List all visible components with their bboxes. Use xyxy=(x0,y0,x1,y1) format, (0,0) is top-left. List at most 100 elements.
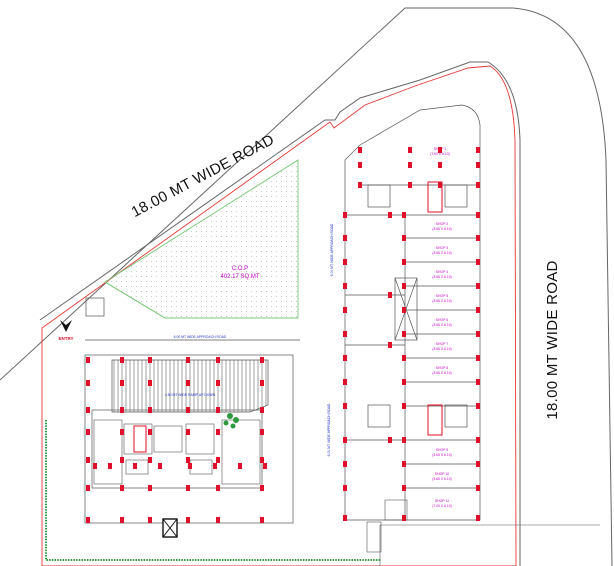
ramp-label: 4.50 MT WIDE RAMP UP DOWN xyxy=(165,393,216,397)
column xyxy=(186,517,190,523)
column xyxy=(260,429,264,435)
shop-10-size: (3.65 X 6.10) xyxy=(432,477,452,481)
column xyxy=(343,437,347,443)
column xyxy=(260,485,264,491)
column xyxy=(476,331,480,337)
column xyxy=(148,357,152,363)
road-edge-inner xyxy=(39,61,521,566)
column xyxy=(343,515,347,521)
approach-road-vertical-top: 6.00 MT WIDE APPROACH ROAD xyxy=(330,223,334,276)
column xyxy=(476,162,480,168)
column xyxy=(260,517,264,523)
column xyxy=(358,147,362,153)
guard-room xyxy=(85,297,105,317)
column xyxy=(402,331,406,337)
landscape-strip xyxy=(45,420,380,561)
cop-edge xyxy=(104,281,166,319)
column xyxy=(213,463,217,469)
column xyxy=(343,212,347,218)
cop-label: C.O.P xyxy=(232,266,248,272)
column xyxy=(402,212,406,218)
column xyxy=(408,162,412,168)
shop-11-label: SHOP 11 xyxy=(435,499,449,503)
shop-1-size: (7.00 X 6.10) xyxy=(430,152,450,156)
lift-top xyxy=(427,181,443,213)
column xyxy=(476,147,480,153)
column xyxy=(133,463,137,469)
entry-arrow-icon xyxy=(60,320,72,332)
column xyxy=(86,485,90,491)
column xyxy=(358,162,362,168)
site-boundary xyxy=(41,65,517,566)
column xyxy=(438,182,442,188)
road-label-east: 18.00 MT WIDE ROAD xyxy=(544,260,561,419)
column xyxy=(343,235,347,241)
column xyxy=(238,463,242,469)
column xyxy=(402,403,406,409)
column xyxy=(402,283,406,289)
shop-5-size: (3.65 X 6.10) xyxy=(432,299,452,303)
column xyxy=(216,517,220,523)
column xyxy=(402,259,406,265)
column xyxy=(263,463,267,469)
stair-left xyxy=(123,423,153,455)
column xyxy=(476,515,480,521)
shop-8-label: SHOP 8 xyxy=(436,366,448,370)
column xyxy=(148,485,152,491)
column xyxy=(343,403,347,409)
column xyxy=(476,283,480,289)
column xyxy=(158,463,162,469)
room-right xyxy=(221,419,261,485)
column xyxy=(402,437,406,443)
atrium xyxy=(394,277,418,341)
bottom-right-elements xyxy=(366,499,600,566)
road-edge-outer xyxy=(0,7,613,566)
shop-labels: SHOP 1 (7.00 X 6.10) SHOP 2 (3.65 X 6.10… xyxy=(430,147,452,508)
column xyxy=(188,463,192,469)
structural-columns xyxy=(86,147,480,523)
column xyxy=(388,437,392,443)
column xyxy=(343,307,347,313)
column xyxy=(86,517,90,523)
column xyxy=(343,283,347,289)
column xyxy=(216,457,220,463)
column xyxy=(388,212,392,218)
column xyxy=(388,342,392,348)
shop-10-label: SHOP 10 xyxy=(435,472,449,476)
left-block-rooms xyxy=(93,419,261,485)
column xyxy=(402,235,406,241)
shop-2-label: SHOP 2 xyxy=(436,222,448,226)
column xyxy=(86,457,90,463)
stair-top-2 xyxy=(444,184,468,208)
column xyxy=(408,147,412,153)
entry-marker: ENTRY xyxy=(58,320,74,341)
column xyxy=(216,407,220,413)
right-block-outline xyxy=(344,104,481,521)
column xyxy=(476,355,480,361)
column xyxy=(186,380,190,386)
column xyxy=(186,407,190,413)
approach-road-horizontal: 6.00 MT WIDE APPROACH ROAD xyxy=(174,335,227,339)
column xyxy=(120,357,124,363)
column xyxy=(93,463,97,469)
shop-5-label: SHOP 5 xyxy=(436,294,448,298)
column xyxy=(120,429,124,435)
column xyxy=(476,485,480,491)
column xyxy=(476,235,480,241)
shop-9-label: SHOP 9 xyxy=(436,448,448,452)
road-edges xyxy=(0,7,613,566)
shop-3-size: (3.65 X 6.10) xyxy=(432,251,452,255)
column xyxy=(476,307,480,313)
column xyxy=(260,380,264,386)
cop-area: C.O.P 402.17 SQ.MT xyxy=(104,159,299,319)
column xyxy=(476,379,480,385)
shop-7-label: SHOP 7 xyxy=(436,342,448,346)
column xyxy=(476,182,480,188)
column xyxy=(343,379,347,385)
column xyxy=(148,407,152,413)
column xyxy=(388,292,392,298)
column xyxy=(86,429,90,435)
column xyxy=(216,429,220,435)
column xyxy=(476,259,480,265)
